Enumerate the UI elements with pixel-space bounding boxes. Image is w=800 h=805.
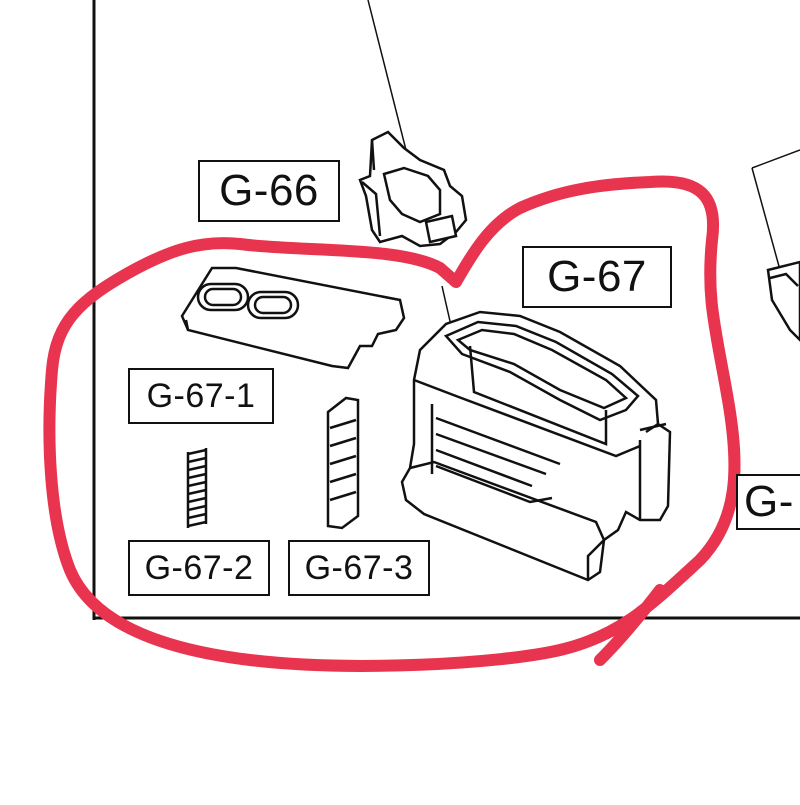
label-g-67-1: G-67-1 xyxy=(128,368,274,424)
label-g-67: G-67 xyxy=(522,246,672,308)
part-g67-3-drawing xyxy=(326,396,360,530)
label-g-66: G-66 xyxy=(198,160,340,222)
label-g-67-3: G-67-3 xyxy=(288,540,430,596)
part-g67-drawing xyxy=(400,310,672,582)
part-g66-drawing xyxy=(358,130,468,248)
part-g67-2-spring xyxy=(186,448,208,528)
frame-border xyxy=(92,0,800,620)
label-g-partial: G- xyxy=(736,474,800,530)
part-g67-1-drawing xyxy=(180,266,406,370)
label-g-67-2: G-67-2 xyxy=(128,540,270,596)
highlight-circle xyxy=(43,175,741,672)
part-partial-right xyxy=(766,260,800,342)
